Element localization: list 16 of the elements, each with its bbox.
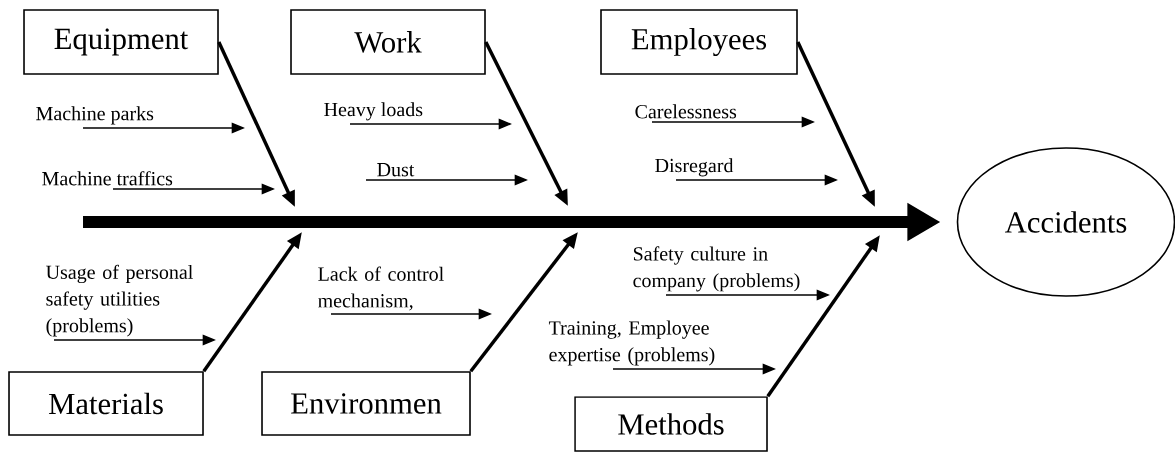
cause-label: Dust — [377, 163, 415, 177]
cause-label: Machine parks — [36, 106, 154, 125]
cause-label: Carelessness — [635, 104, 737, 119]
category-box: Environmen — [261, 371, 471, 436]
cause-label: Machine traffics — [42, 171, 173, 186]
category-box: Work — [290, 9, 486, 75]
cause-label: Safety culture in company (problems) — [633, 246, 800, 292]
category-box: Employees — [600, 9, 798, 75]
cause-label: Lack of control mechanism, — [318, 266, 444, 311]
cause-label: Usage of personal safety utilities (problems) — [46, 264, 193, 337]
cause-label: Disregard — [655, 158, 734, 177]
cause-label: Heavy loads — [324, 102, 423, 121]
category-box: Materials — [8, 371, 204, 436]
cause-label: Training, Employee expertise (problems) — [548, 320, 715, 366]
category-box: Equipment — [23, 9, 219, 75]
category-box: Methods — [574, 396, 768, 452]
